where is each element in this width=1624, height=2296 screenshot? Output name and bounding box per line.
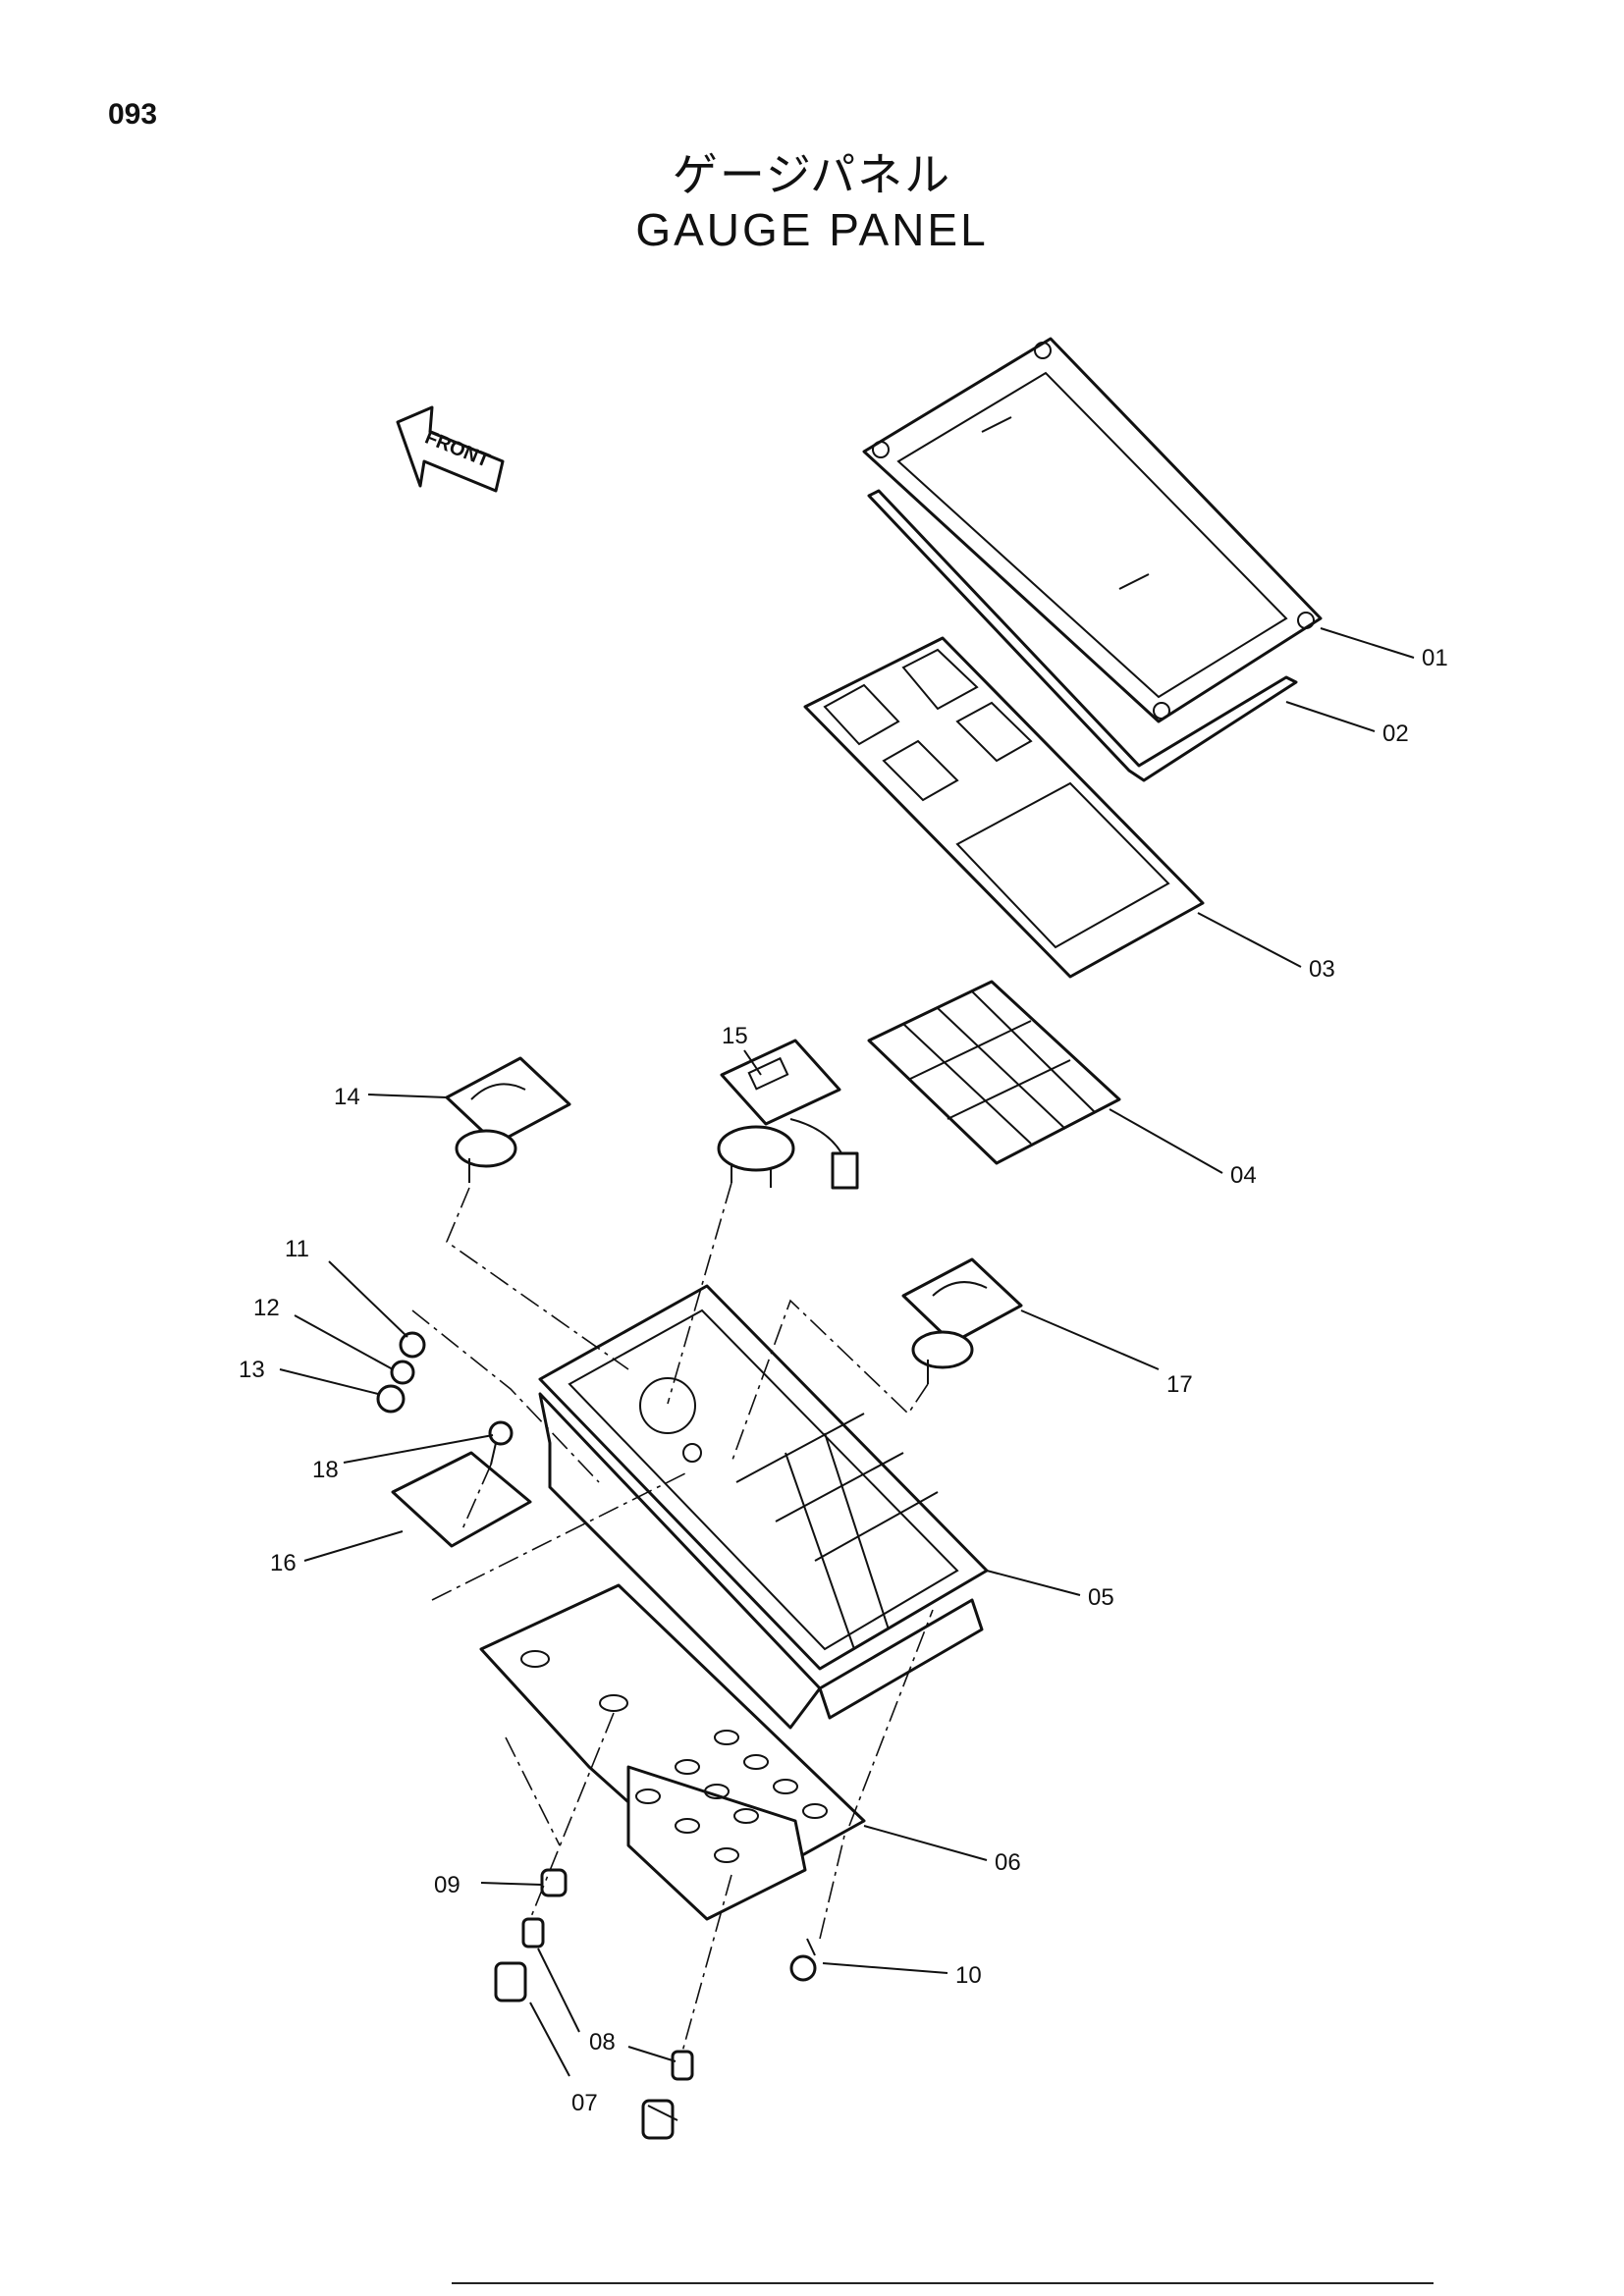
callout-16: 16 [270, 1550, 297, 1576]
part-11-nut [399, 1331, 426, 1359]
callout-07: 07 [571, 2090, 598, 2116]
part-02-gasket [867, 489, 1298, 782]
callout-14: 14 [334, 1084, 360, 1110]
assembly-lines [411, 1182, 934, 2053]
part-14-gauge [445, 1056, 571, 1183]
title-english: GAUGE PANEL [635, 204, 989, 255]
callout-12: 12 [253, 1295, 280, 1321]
callout-11: 11 [285, 1236, 309, 1262]
part-05-case [538, 1284, 989, 1730]
callout-13: 13 [239, 1357, 265, 1383]
title-japanese: ゲージパネル [672, 148, 952, 201]
part-07-socket-lower [641, 2099, 675, 2140]
callout-06: 06 [995, 1849, 1021, 1876]
callout-10: 10 [955, 1962, 982, 1989]
callout-02: 02 [1382, 721, 1409, 747]
title-block: ゲージパネル GAUGE PANEL [0, 147, 1624, 257]
callout-15: 15 [722, 1023, 748, 1049]
part-06-board [479, 1583, 866, 1921]
part-08-bulb-lower [671, 2050, 694, 2081]
part-08-bulb-upper [521, 1917, 545, 1949]
part-17-gauge [901, 1257, 1023, 1384]
part-13-nut [376, 1384, 406, 1414]
callout-05: 05 [1088, 1584, 1114, 1611]
part-09-cap [540, 1868, 568, 1897]
part-04-indicator-grid [867, 980, 1121, 1165]
callout-01: 01 [1422, 645, 1448, 671]
page-number: 093 [108, 98, 158, 131]
footer-rule [452, 2282, 1434, 2284]
callout-18: 18 [312, 1457, 339, 1483]
callout-08: 08 [589, 2029, 616, 2056]
callout-03: 03 [1309, 956, 1335, 983]
part-12-washer [390, 1360, 415, 1385]
part-03-lens-panel [803, 636, 1205, 979]
part-01-bezel [862, 337, 1323, 723]
part-10-screw [789, 1938, 817, 1982]
front-arrow-icon: FRONT [396, 405, 505, 493]
part-16-plate [391, 1451, 532, 1548]
callout-04: 04 [1230, 1162, 1257, 1189]
callout-17: 17 [1166, 1371, 1193, 1398]
part-07-socket-upper [494, 1961, 527, 2002]
leader-lines [279, 627, 1415, 2121]
part-18-screw [488, 1420, 514, 1466]
part-15-gauge-connector [717, 1039, 859, 1190]
callout-09: 09 [434, 1872, 460, 1898]
